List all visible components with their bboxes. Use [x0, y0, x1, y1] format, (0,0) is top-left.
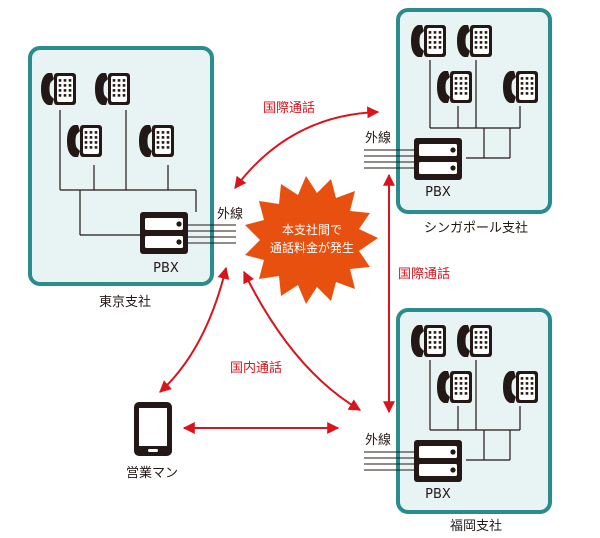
burst-text-line1: 本支社間で [282, 222, 342, 237]
phone-icon [503, 71, 538, 103]
office-name-singapore: シンガポール支社 [424, 220, 528, 236]
link-label-domestic: 国内通話 [230, 360, 282, 376]
pbx-icon [414, 138, 462, 180]
link-label-international-top: 国際通話 [263, 100, 315, 116]
phone-icon [67, 125, 102, 157]
phone-icon [95, 73, 130, 105]
phone-icon [503, 371, 538, 403]
pbx-label-tokyo: PBX [153, 261, 179, 276]
salesperson-label: 営業マン [126, 465, 178, 481]
office-singapore: PBX シンガポール支社 外線 [364, 8, 552, 236]
external-lines-fukuoka [364, 451, 416, 471]
external-line-label-singapore: 外線 [365, 130, 391, 146]
wiring-tokyo [59, 110, 197, 236]
wiring-singapore [429, 60, 521, 159]
call-arrows [159, 106, 395, 434]
smartphone-icon [134, 402, 172, 456]
arrow-tokyo-mobile [159, 266, 230, 393]
office-name-tokyo: 東京支社 [99, 294, 151, 310]
wiring-fukuoka [429, 360, 521, 461]
pbx-label-fukuoka: PBX [425, 487, 451, 502]
phone-icon [139, 125, 174, 157]
phone-icon [437, 71, 472, 103]
pbx-icon [414, 440, 462, 482]
office-name-fukuoka: 福岡支社 [450, 518, 502, 534]
arrow-tokyo-fukuoka [243, 270, 362, 411]
phone-icon [411, 325, 446, 357]
phone-icon [457, 325, 492, 357]
arrow-tokyo-singapore [234, 106, 380, 189]
external-line-label-tokyo: 外線 [217, 206, 243, 222]
office-fukuoka: PBX 福岡支社 外線 [364, 308, 552, 534]
office-tokyo: PBX 東京支社 外線 [28, 46, 243, 310]
pbx-label-singapore: PBX [425, 185, 451, 200]
external-line-label-fukuoka: 外線 [365, 432, 391, 448]
external-lines-tokyo [188, 224, 236, 244]
link-label-international-right: 国際通話 [398, 266, 450, 282]
salesperson: 営業マン [126, 402, 178, 481]
phone-icon [41, 73, 76, 105]
phone-icon [457, 25, 492, 57]
pbx-icon [140, 212, 188, 254]
phone-icon [437, 371, 472, 403]
burst-text-line2: 通話料金が発生 [270, 240, 354, 255]
burst-icon: 本支社間で 通話料金が発生 [245, 176, 378, 304]
phone-icon [411, 25, 446, 57]
